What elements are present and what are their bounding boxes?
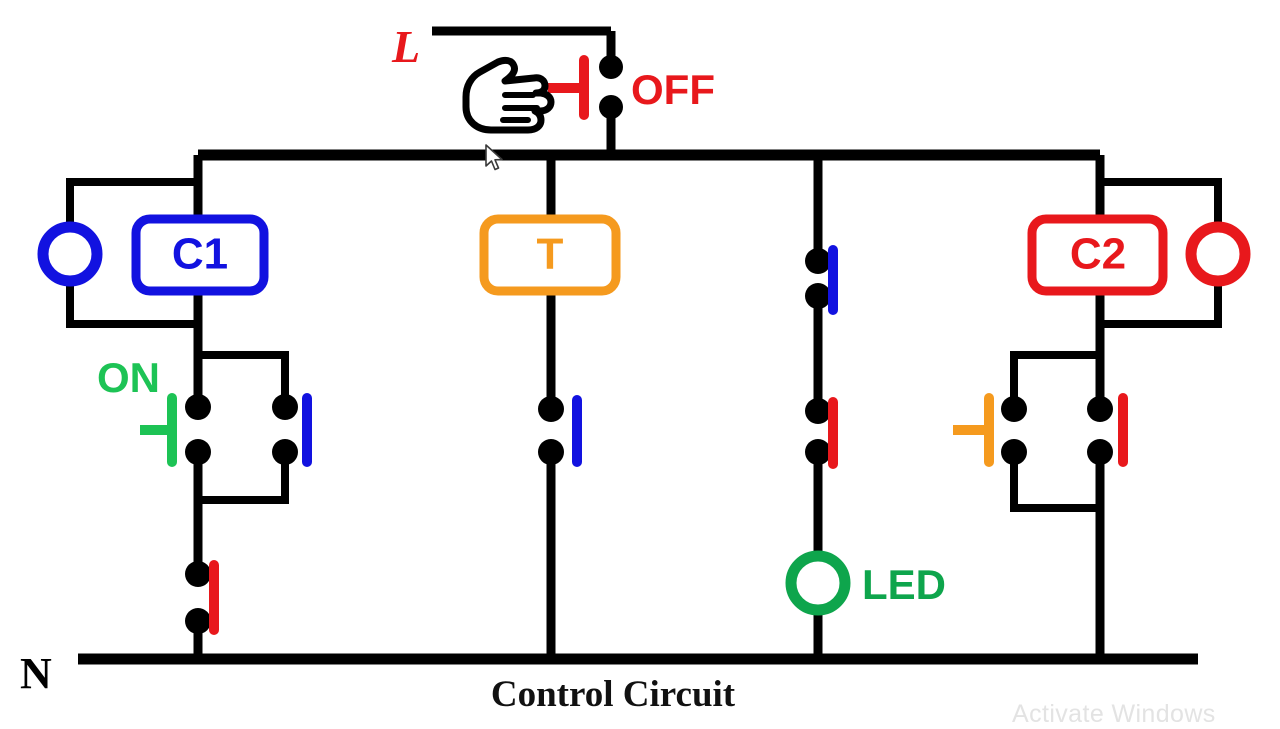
- indicator-lamp-led[interactable]: [785, 550, 851, 616]
- off-label: OFF: [631, 66, 715, 113]
- indicator-lamp-c2[interactable]: [1185, 221, 1251, 287]
- on-terminal-top: [185, 394, 211, 420]
- c1-holding-contact[interactable]: [272, 393, 312, 467]
- c2-holding-contact[interactable]: [1087, 393, 1128, 467]
- led-label: LED: [862, 561, 946, 608]
- led-c2-terminal-top: [805, 398, 831, 424]
- diagram-caption: Control Circuit: [491, 674, 736, 715]
- c2-holding-terminal-top: [1087, 396, 1113, 422]
- branch-timer: T: [479, 155, 621, 659]
- timer-contact-terminal-b: [1001, 439, 1027, 465]
- indicator-lamp-c1[interactable]: [37, 221, 103, 287]
- branch-led: LED: [785, 155, 946, 659]
- c1-holding-upper-jumper: [198, 351, 289, 405]
- led-c1-terminal-top: [805, 248, 831, 274]
- off-terminal-bottom: [599, 95, 623, 119]
- neutral-label-N: N: [20, 649, 52, 698]
- led-c2-terminal-bottom: [805, 439, 831, 465]
- c1-contact-led[interactable]: [805, 245, 838, 315]
- activate-windows-watermark: Activate Windows: [1012, 700, 1216, 728]
- c1-holding-lower-jumper: [198, 455, 289, 504]
- c1-lamp-lower-loop: [66, 281, 198, 328]
- on-pushbutton[interactable]: [140, 393, 211, 467]
- timer-t-label: T: [537, 230, 564, 279]
- line-label-L: L: [391, 21, 420, 72]
- branch-c1: C1: [37, 155, 312, 659]
- c2-lamp-upper-loop: [1100, 178, 1222, 227]
- hand-finger-lines: [500, 92, 540, 123]
- timer-contact[interactable]: [953, 393, 1027, 467]
- contactor-c2-coil[interactable]: [1027, 214, 1168, 296]
- c2-nc-terminal-top: [185, 561, 211, 587]
- c2-lamp-lower-loop: [1100, 281, 1222, 328]
- c2-parallel-lower-jumper: [1010, 455, 1100, 512]
- pointing-hand-icon: [462, 56, 555, 134]
- c1-contact-timer[interactable]: [538, 395, 582, 467]
- contactor-c2-label: C2: [1070, 230, 1126, 279]
- timer-contact-terminal-bottom: [538, 439, 564, 465]
- on-terminal-bottom: [185, 439, 211, 465]
- c2-holding-terminal-bottom: [1087, 439, 1113, 465]
- led-c1-terminal-bottom: [805, 283, 831, 309]
- timer-contact-terminal-top: [538, 396, 564, 422]
- branch-c2: C2: [953, 155, 1251, 659]
- contactor-c1-coil[interactable]: [131, 214, 269, 296]
- off-pushbutton[interactable]: [548, 55, 623, 120]
- c2-parallel-upper-jumper: [1010, 351, 1100, 405]
- contactor-c1-label: C1: [172, 230, 228, 279]
- c1-lamp-upper-loop: [66, 178, 198, 227]
- on-label: ON: [97, 354, 160, 401]
- c2-contact-led[interactable]: [805, 397, 838, 469]
- off-terminal-top: [599, 55, 623, 79]
- timer-contact-terminal-a: [1001, 396, 1027, 422]
- c1-holding-terminal-top: [272, 394, 298, 420]
- timer-t-coil[interactable]: [479, 214, 621, 296]
- c1-holding-terminal-bottom: [272, 439, 298, 465]
